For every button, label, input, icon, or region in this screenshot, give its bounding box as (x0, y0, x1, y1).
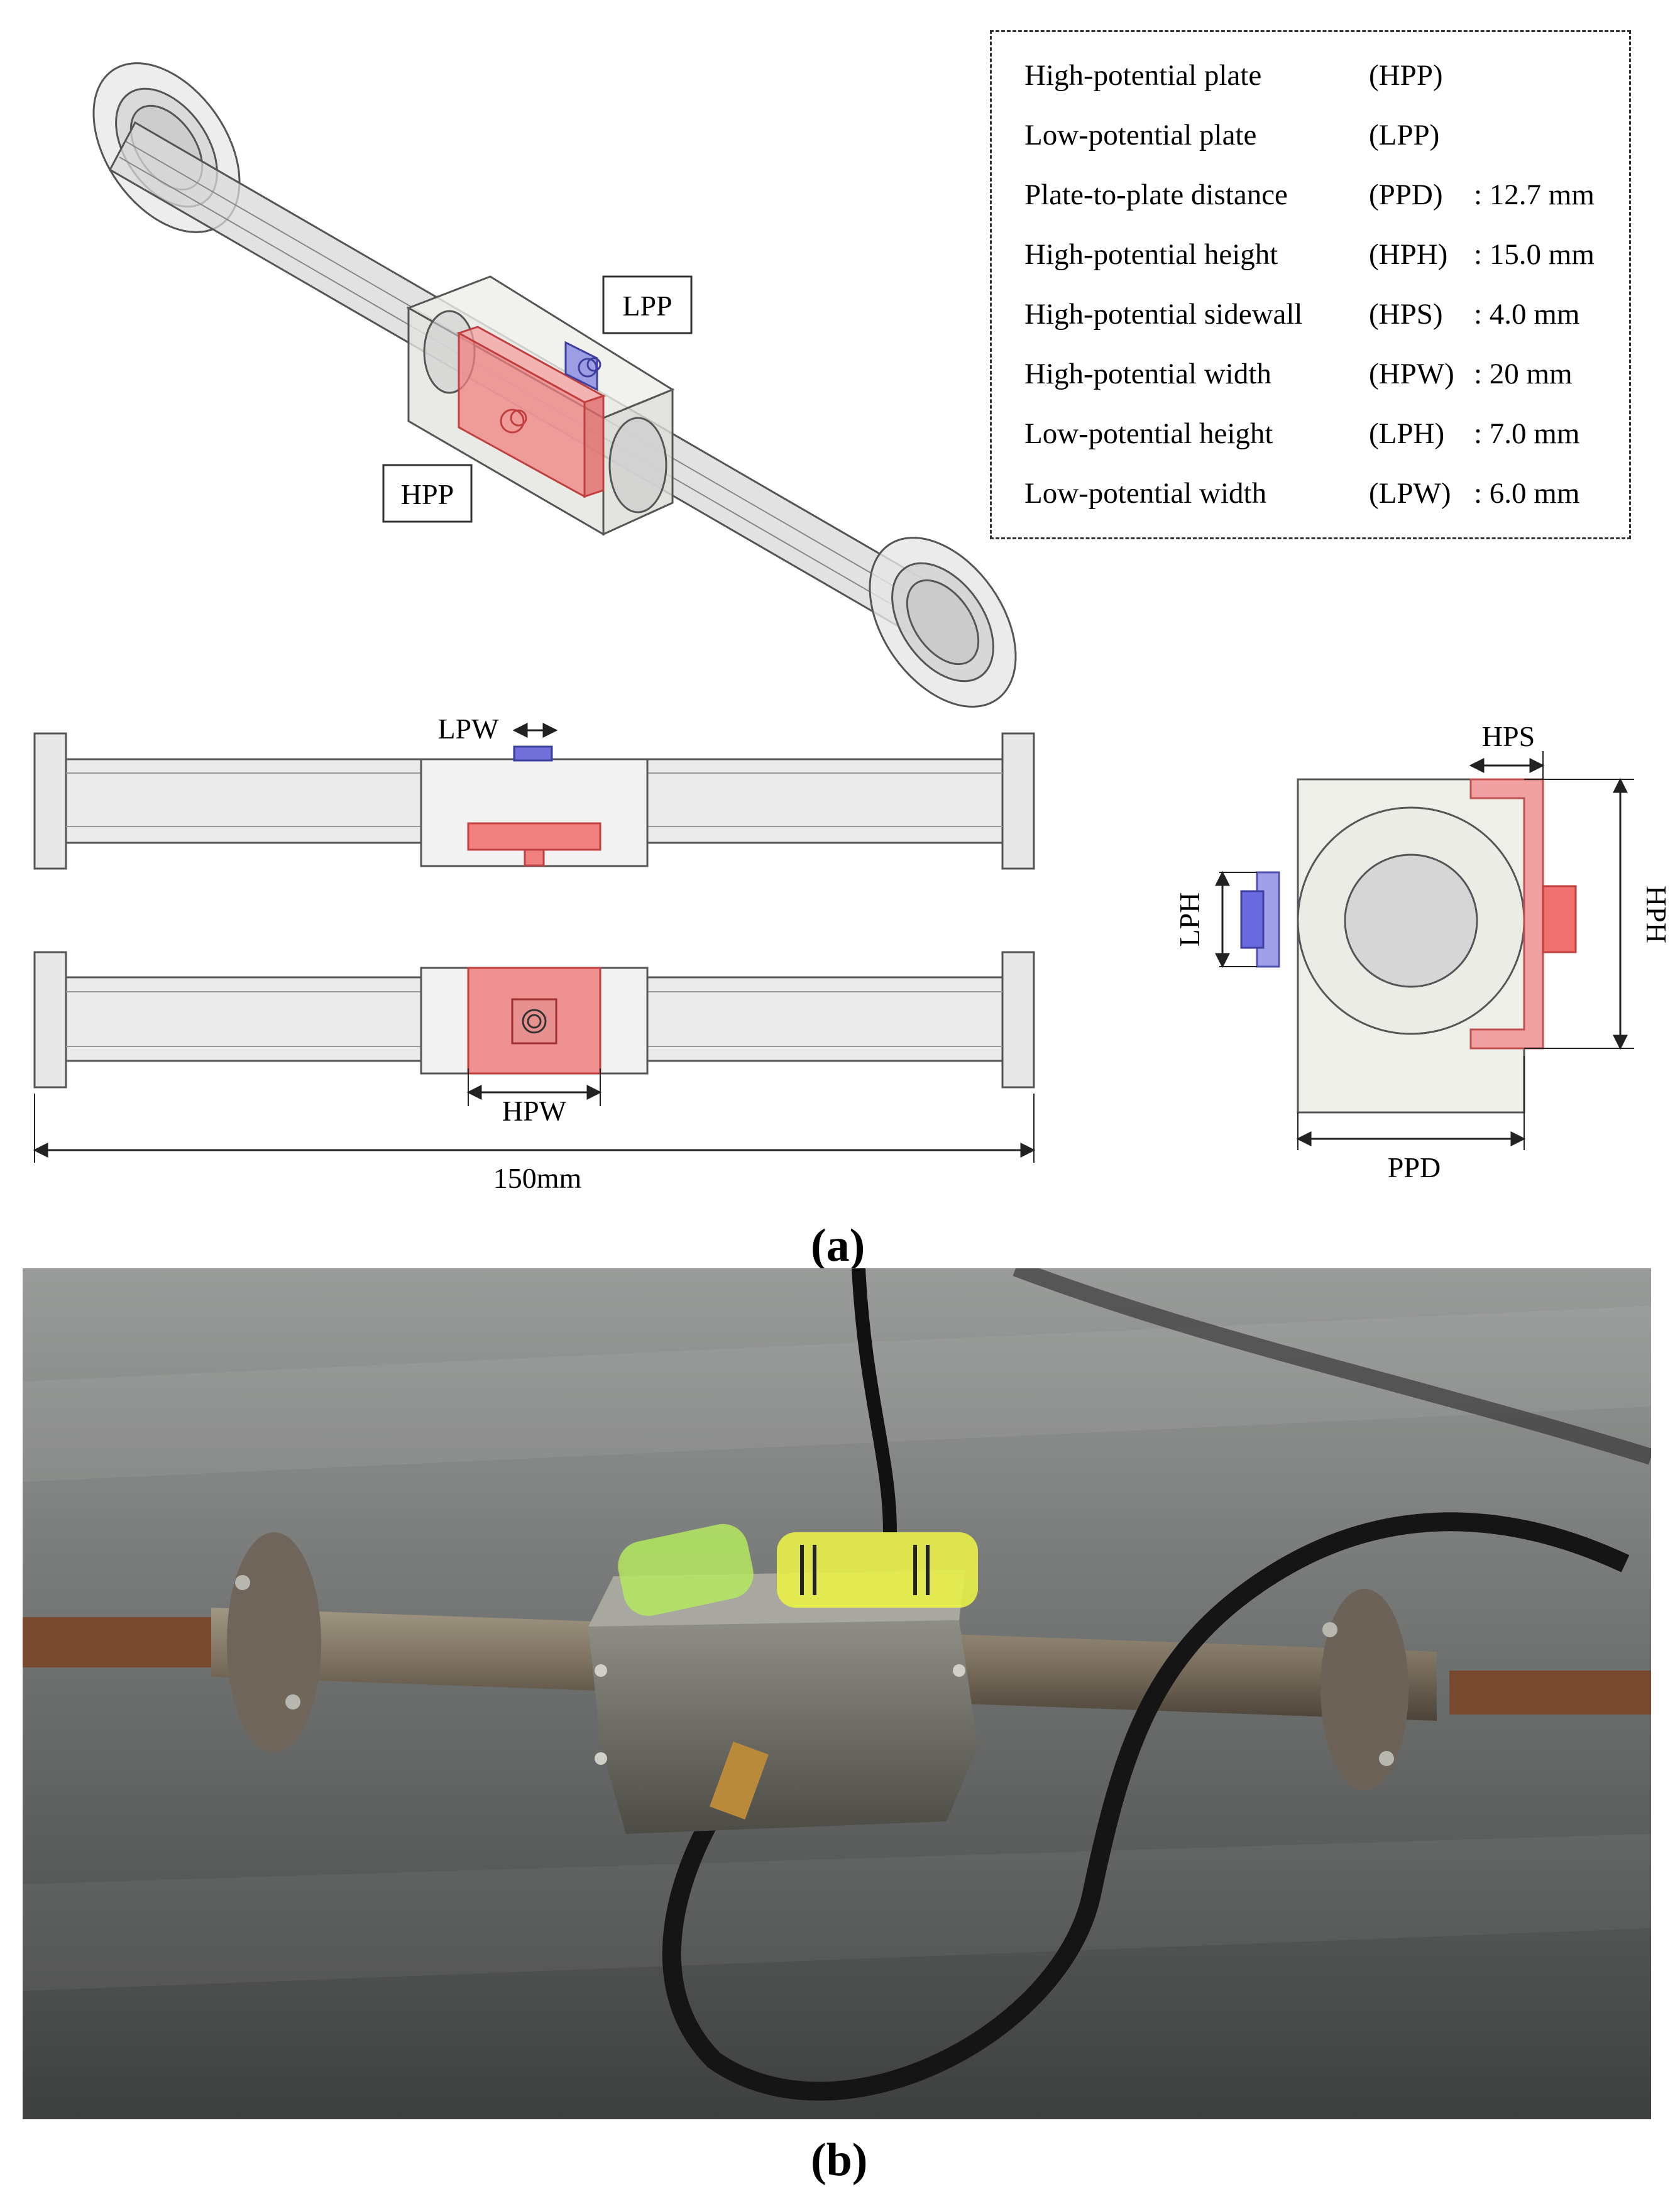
side-view-bottom (33, 951, 1035, 1089)
legend-abbr: (LPH) (1369, 417, 1445, 450)
high-potential-plate (456, 326, 606, 498)
low-potential-plate (564, 341, 601, 392)
legend-abbr: (LPW) (1369, 477, 1451, 510)
legend-value: : 7.0 mm (1474, 417, 1580, 450)
sensor-block-photo (588, 1620, 978, 1834)
hpw-label: HPW (502, 1095, 567, 1127)
parameter-legend: High-potential plate (HPP) Low-potential… (990, 30, 1631, 539)
hpp-side-top (467, 822, 601, 851)
legend-abbr: (HPW) (1369, 358, 1454, 390)
lph-label: LPH (1173, 892, 1205, 947)
legend-value: : 6.0 mm (1474, 477, 1580, 510)
legend-value: : 20 mm (1474, 358, 1573, 390)
isometric-assembly-view: LPP HPP (92, 62, 1017, 708)
legend-value: : 12.7 mm (1474, 178, 1595, 211)
legend-abbr: (HPP) (1369, 59, 1443, 92)
copper-rod-left (23, 1617, 230, 1667)
hps-label: HPS (1482, 720, 1535, 752)
legend-name: High-potential width (1024, 358, 1271, 390)
side-view-top (33, 732, 1035, 870)
lpp-tag: LPP (602, 275, 693, 334)
ppd-label: PPD (1388, 1151, 1441, 1183)
caption-b: (b) (811, 2134, 868, 2186)
hpp-tag-text: HPP (401, 478, 454, 510)
legend-value: : 15.0 mm (1474, 238, 1595, 271)
experimental-photo (23, 1268, 1651, 2119)
cable-top (852, 1268, 897, 1533)
legend-name: Low-potential width (1024, 477, 1267, 510)
right-flange (869, 537, 1017, 708)
flange-right-photo (1320, 1589, 1408, 1790)
legend-name: High-potential plate (1024, 59, 1262, 92)
copper-rod-right (1449, 1671, 1651, 1715)
bubble-level-left (618, 1523, 754, 1616)
lpp-tag-text: LPP (622, 290, 672, 322)
end-view (1240, 778, 1577, 1114)
lpp-side-top (513, 745, 553, 762)
lpw-label: LPW (437, 713, 499, 745)
hpp-cross-section (1469, 778, 1544, 1050)
legend-name: High-potential height (1024, 238, 1278, 271)
hpp-tag: HPP (382, 464, 473, 523)
legend-name: Low-potential height (1024, 417, 1273, 450)
legend-abbr: (LPP) (1369, 119, 1440, 151)
legend-name: Low-potential plate (1024, 119, 1257, 151)
sma-connector-photo (709, 1742, 769, 1819)
legend-abbr: (PPD) (1369, 178, 1443, 211)
legend-name: High-potential sidewall (1024, 298, 1303, 331)
legend-abbr: (HPS) (1369, 298, 1443, 331)
flange-left-photo (227, 1532, 321, 1752)
bubble-level-right (777, 1532, 978, 1608)
hph-label: HPH (1640, 886, 1672, 943)
cable-loop (662, 1512, 1630, 2101)
caption-a: (a) (811, 1220, 865, 1271)
legend-name: Plate-to-plate distance (1024, 178, 1288, 211)
legend-value: : 4.0 mm (1474, 298, 1580, 331)
orthographic-views: LPW HPW 150mm HPS HPH LPH PP (33, 713, 1672, 1194)
overall-length-label: 150mm (493, 1162, 582, 1194)
legend-abbr: (HPH) (1369, 238, 1448, 271)
